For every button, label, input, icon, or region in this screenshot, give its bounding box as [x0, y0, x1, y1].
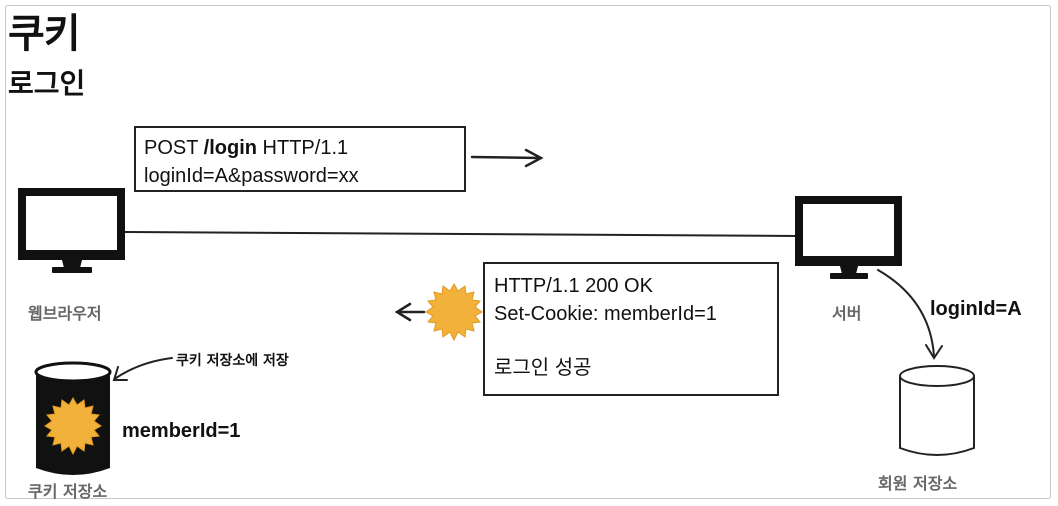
stored-cookie-icon	[44, 396, 102, 456]
server-arrow-label: loginId=A	[930, 298, 1022, 320]
request-method: POST	[144, 137, 199, 159]
server-to-store-arrow	[877, 269, 943, 360]
member-store-label: 회원 저장소	[878, 474, 958, 493]
member-store-cylinder-icon	[899, 365, 975, 456]
request-arrow	[470, 148, 544, 168]
diagram-frame	[5, 5, 1051, 499]
response-cookie-icon	[425, 282, 483, 342]
request-message-box: POST /login HTTP/1.1 loginId=A&password=…	[134, 126, 466, 192]
browser-monitor-icon	[18, 188, 125, 273]
request-version: HTTP/1.1	[262, 137, 349, 159]
page-title: 쿠키	[8, 11, 81, 57]
store-annotation-arrow	[112, 357, 173, 381]
response-body: 로그인 성공	[494, 357, 592, 379]
cookie-store-label: 쿠키 저장소	[28, 482, 108, 501]
request-path: /login	[203, 137, 257, 159]
response-status-line: HTTP/1.1 200 OK	[494, 275, 653, 297]
server-monitor-icon	[795, 196, 902, 279]
response-arrow	[394, 302, 426, 322]
request-line: POST /login HTTP/1.1	[144, 134, 464, 162]
cookie-store-annotation: 쿠키 저장소에 저장	[176, 353, 289, 369]
connection-line	[124, 231, 799, 237]
page-subtitle: 로그인	[8, 67, 86, 100]
browser-label: 웹브라우저	[28, 304, 102, 323]
stored-cookie-value: memberId=1	[122, 420, 241, 442]
response-spacer	[494, 328, 777, 354]
server-label: 서버	[832, 304, 862, 323]
response-message-box: HTTP/1.1 200 OK Set-Cookie: memberId=1 로…	[483, 262, 779, 396]
response-set-cookie-header: Set-Cookie: memberId=1	[494, 303, 717, 325]
request-body: loginId=A&password=xx	[144, 165, 359, 187]
